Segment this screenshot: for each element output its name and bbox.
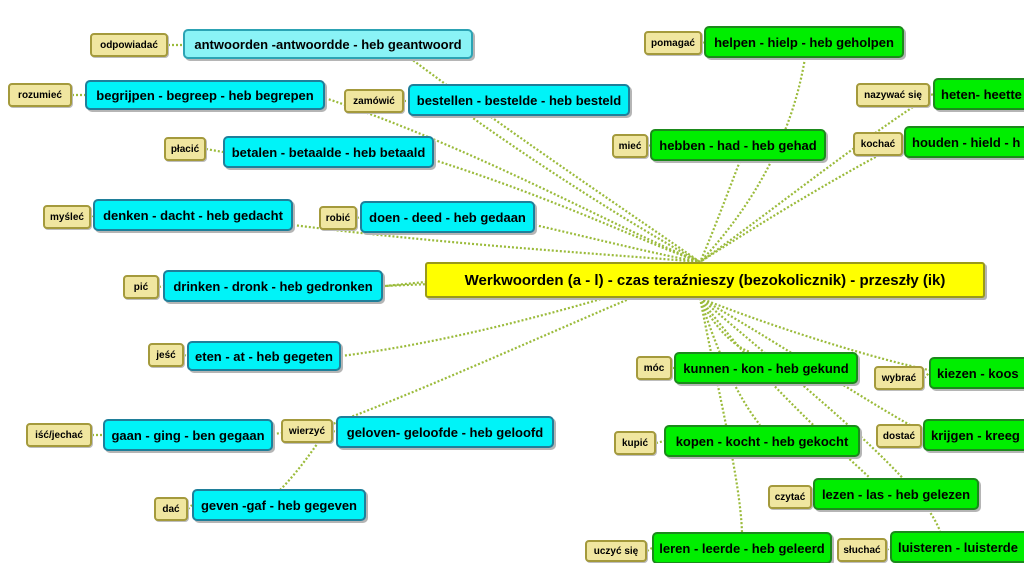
translation-label-kunnen[interactable]: móc: [636, 356, 672, 380]
verb-node-geloven[interactable]: geloven- geloofde - heb geloofd: [336, 416, 554, 448]
connector-lbl-krijgen: [921, 434, 924, 437]
connector-hebben: [698, 160, 742, 263]
connector-lbl-hebben: [647, 144, 651, 147]
connector-lezen: [699, 297, 871, 479]
translation-label-kiezen[interactable]: wybrać: [874, 366, 924, 390]
translation-label-gaan[interactable]: iść/jechać: [26, 423, 92, 447]
connector-betalen: [433, 158, 701, 264]
verb-node-leren[interactable]: leren - leerde - heb geleerd: [652, 532, 832, 563]
connector-helpen: [699, 57, 807, 263]
translation-label-begrijpen[interactable]: rozumieć: [8, 83, 72, 107]
verb-node-denken[interactable]: denken - dacht - heb gedacht: [93, 199, 293, 231]
translation-label-hebben[interactable]: mieć: [612, 134, 648, 158]
translation-label-geven[interactable]: dać: [154, 497, 188, 521]
translation-label-bestellen[interactable]: zamówić: [344, 89, 404, 113]
verb-node-geven[interactable]: geven -gaf - heb gegeven: [192, 489, 366, 521]
translation-label-betalen[interactable]: płacić: [164, 137, 206, 161]
connector-begrijpen: [324, 96, 701, 264]
verb-node-gaan[interactable]: gaan - ging - ben gegaan: [103, 419, 273, 451]
verb-node-bestellen[interactable]: bestellen - bestelde - heb besteld: [408, 84, 630, 116]
verb-node-houden[interactable]: houden - hield - h: [904, 126, 1024, 158]
verb-node-drinken[interactable]: drinken - dronk - heb gedronken: [163, 270, 383, 302]
connector-lbl-helpen: [701, 41, 705, 44]
connector-lbl-geven: [187, 504, 193, 510]
connector-kunnen: [698, 297, 751, 354]
connector-lbl-leren: [646, 547, 653, 552]
connector-lbl-denken: [90, 214, 94, 218]
translation-label-doen[interactable]: robić: [319, 206, 357, 230]
connector-lbl-eten: [183, 353, 188, 358]
connector-doen: [534, 223, 701, 264]
translation-label-luisteren[interactable]: słuchać: [837, 538, 887, 562]
verb-node-antwoorden[interactable]: antwoorden -antwoordde - heb geantwoord: [183, 29, 473, 59]
translation-label-kopen[interactable]: kupić: [614, 431, 656, 455]
connector-lbl-betalen: [205, 147, 224, 154]
verb-node-kunnen[interactable]: kunnen - kon - heb gekund: [674, 352, 858, 384]
connector-lbl-lezen: [810, 493, 815, 498]
translation-label-geloven[interactable]: wierzyć: [281, 419, 333, 443]
connector-kiezen: [699, 296, 930, 372]
translation-label-drinken[interactable]: pić: [123, 275, 159, 299]
verb-node-krijgen[interactable]: krijgen - kreeg: [923, 419, 1024, 451]
verb-node-eten[interactable]: eten - at - heb gegeten: [187, 341, 341, 371]
connector-lbl-drinken: [158, 284, 164, 289]
verb-node-kiezen[interactable]: kiezen - koos: [929, 357, 1024, 389]
connector-lbl-kiezen: [923, 372, 930, 379]
verb-node-hebben[interactable]: hebben - had - heb gehad: [650, 129, 826, 161]
translation-label-heten[interactable]: nazywać się: [856, 83, 930, 107]
verb-node-doen[interactable]: doen - deed - heb gedaan: [360, 201, 535, 233]
translation-label-antwoorden[interactable]: odpowiadać: [90, 33, 168, 57]
verb-node-kopen[interactable]: kopen - kocht - heb gekocht: [664, 425, 860, 457]
translation-label-krijgen[interactable]: dostać: [876, 424, 922, 448]
verb-node-betalen[interactable]: betalen - betaalde - heb betaald: [223, 136, 434, 168]
translation-label-lezen[interactable]: czytać: [768, 485, 812, 509]
root-topic-node[interactable]: Werkwoorden (a - l) - czas teraźnieszy (…: [425, 262, 985, 298]
connector-kopen: [698, 297, 761, 426]
translation-label-leren[interactable]: uczyć się: [585, 540, 647, 562]
connector-lbl-kopen: [655, 439, 665, 445]
connector-antwoorden: [409, 57, 701, 263]
connector-bestellen: [469, 115, 701, 263]
connector-leren: [698, 297, 744, 533]
connector-heten: [699, 93, 934, 263]
connector-lbl-doen: [356, 215, 361, 220]
translation-label-helpen[interactable]: pomagać: [644, 31, 702, 55]
connector-denken: [292, 223, 701, 264]
translation-label-eten[interactable]: jeść: [148, 343, 184, 367]
connector-lbl-geloven: [332, 429, 337, 434]
translation-label-houden[interactable]: kochać: [853, 132, 903, 156]
connector-root-left: [384, 280, 426, 288]
translation-label-denken[interactable]: myśleć: [43, 205, 91, 229]
connector-lbl-luisteren: [886, 546, 891, 551]
verb-node-lezen[interactable]: lezen - las - heb gelezen: [813, 478, 979, 510]
connector-luisteren: [699, 297, 942, 532]
verb-node-begrijpen[interactable]: begrijpen - begreep - heb begrepen: [85, 80, 325, 110]
connector-houden: [699, 141, 905, 263]
connector-lbl-houden: [902, 141, 905, 145]
verb-node-helpen[interactable]: helpen - hielp - heb geholpen: [704, 26, 904, 58]
connector-lbl-heten: [929, 92, 934, 97]
verb-node-heten[interactable]: heten- heette: [933, 78, 1024, 110]
verb-node-luisteren[interactable]: luisteren - luisterde: [890, 531, 1024, 563]
